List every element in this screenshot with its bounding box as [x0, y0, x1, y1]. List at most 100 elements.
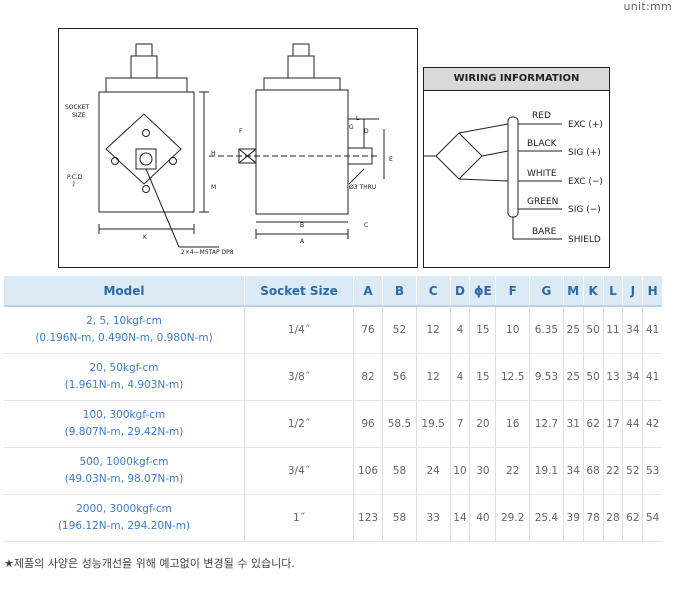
header-m: M [562, 276, 584, 307]
value-cell: 19.5 [415, 400, 451, 448]
value-cell: 41 [642, 306, 662, 354]
value-cell: 58.5 [382, 400, 417, 448]
value-cell: 34 [622, 306, 643, 354]
model-cell: 2, 5, 10kgf-cm (0.196N-m, 0.490N-m, 0.980… [4, 306, 245, 354]
value-cell: 9.53 [529, 353, 564, 401]
value-cell: 1/2˝ [244, 400, 354, 448]
svg-text:M: M [211, 184, 216, 191]
value-cell: 15 [469, 306, 496, 354]
value-cell: 68 [582, 447, 604, 495]
wire-signal-green: SIG (−) [568, 205, 601, 215]
value-cell: 1˝ [244, 494, 354, 542]
svg-text:L: L [356, 115, 360, 122]
svg-text:C: C [364, 222, 368, 229]
socket-size-label: SOCKET [65, 104, 89, 111]
wire-color-white: WHITE [527, 169, 557, 179]
table-row: 2, 5, 10kgf-cm (0.196N-m, 0.490N-m, 0.980… [4, 306, 662, 354]
bridge-diamond [435, 132, 483, 180]
value-cell: 6.35 [529, 306, 564, 354]
header-d: D [449, 276, 470, 307]
header-model: Model [4, 276, 245, 307]
center-body [255, 89, 349, 215]
header-a: A [352, 276, 383, 307]
value-cell: 62 [622, 494, 643, 542]
value-cell: 76 [352, 306, 383, 354]
svg-text:H: H [211, 150, 216, 157]
header-c: C [415, 276, 451, 307]
value-cell: 12.7 [529, 400, 564, 448]
value-cell: 22 [495, 447, 530, 495]
model-torque: 20, 50kgf-cm [89, 362, 159, 374]
value-cell: 44 [622, 400, 643, 448]
wiring-diagram: RED EXC (+) BLACK SIG (+) WHITE EXC (−) … [424, 111, 603, 245]
value-cell: 50 [582, 306, 604, 354]
left-body [98, 91, 195, 213]
header-e: ϕE [469, 276, 496, 307]
left-top-block [105, 77, 188, 93]
value-cell: 4 [449, 306, 470, 354]
value-cell: 10 [449, 447, 470, 495]
spec-table: Model Socket Size A B C D ϕE F G M K L J… [4, 276, 662, 542]
value-cell: 34 [562, 447, 584, 495]
wire-color-green: GREEN [527, 197, 558, 207]
header-b: B [382, 276, 417, 307]
value-cell: 3/4˝ [244, 447, 354, 495]
value-cell: 62 [582, 400, 604, 448]
svg-text:F: F [239, 128, 243, 135]
svg-text:K: K [143, 234, 148, 241]
value-cell: 25 [562, 353, 584, 401]
value-cell: 34 [622, 353, 643, 401]
left-connector-body [130, 55, 158, 79]
value-cell: 15 [469, 353, 496, 401]
value-cell: 58 [382, 494, 417, 542]
model-cell: 2000, 3000kgf-cm(196.12N-m, 294.20N-m) [4, 494, 245, 542]
value-cell: 24 [415, 447, 451, 495]
value-cell: 12.5 [495, 353, 530, 401]
value-cell: 42 [642, 400, 662, 448]
wire-signal-white: EXC (−) [568, 177, 603, 187]
model-torque-nm: (0.196N-m, 0.490N-m, 0.980N-m) [35, 332, 213, 344]
center-connector-body [287, 55, 315, 79]
value-cell: 123 [352, 494, 383, 542]
value-cell: 58 [382, 447, 417, 495]
unit-label: unit:mm [623, 0, 672, 13]
value-cell: 39 [562, 494, 584, 542]
table-row: 100, 300kgf-cm(9.807N-m, 29.42N-m)1/2˝96… [4, 400, 662, 448]
value-cell: 54 [642, 494, 662, 542]
model-torque: 2000, 3000kgf-cm [76, 503, 172, 515]
svg-text:B: B [300, 222, 304, 229]
value-cell: 16 [495, 400, 530, 448]
table-header-row: Model Socket Size A B C D ϕE F G M K L J… [4, 276, 662, 307]
model-torque: 2, 5, 10kgf-cm [86, 315, 162, 327]
wiring-information-panel: WIRING INFORMATION RED EXC (+) BLACK SIG… [423, 67, 610, 268]
center-right-shaft [347, 147, 373, 165]
svg-text:A: A [300, 238, 305, 245]
socket-square [135, 148, 157, 170]
model-torque-nm: (9.807N-m, 29.42N-m) [64, 426, 184, 438]
header-g: G [529, 276, 564, 307]
value-cell: 17 [602, 400, 623, 448]
header-l: L [602, 276, 623, 307]
wiring-title: WIRING INFORMATION [424, 68, 609, 91]
value-cell: 20 [469, 400, 496, 448]
value-cell: 14 [449, 494, 470, 542]
value-cell: 52 [382, 306, 417, 354]
value-cell: 29.2 [495, 494, 530, 542]
value-cell: 12 [415, 306, 451, 354]
value-cell: 7 [449, 400, 470, 448]
svg-text:D: D [364, 128, 369, 135]
spec-change-note: ★제품의 사양은 성능개선을 위해 예고없이 변경될 수 있습니다. [4, 557, 295, 570]
header-j: J [622, 276, 643, 307]
value-cell: 3/8˝ [244, 353, 354, 401]
value-cell: 53 [642, 447, 662, 495]
value-cell: 78 [582, 494, 604, 542]
value-cell: 96 [352, 400, 383, 448]
wire-color-red: RED [532, 111, 551, 121]
value-cell: 10 [495, 306, 530, 354]
value-cell: 1/4˝ [244, 306, 354, 354]
model-cell: 500, 1000kgf-cm(49.03N-m, 98.07N-m) [4, 447, 245, 495]
header-h: H [642, 276, 662, 307]
value-cell: 33 [415, 494, 451, 542]
svg-text:E: E [389, 156, 393, 163]
